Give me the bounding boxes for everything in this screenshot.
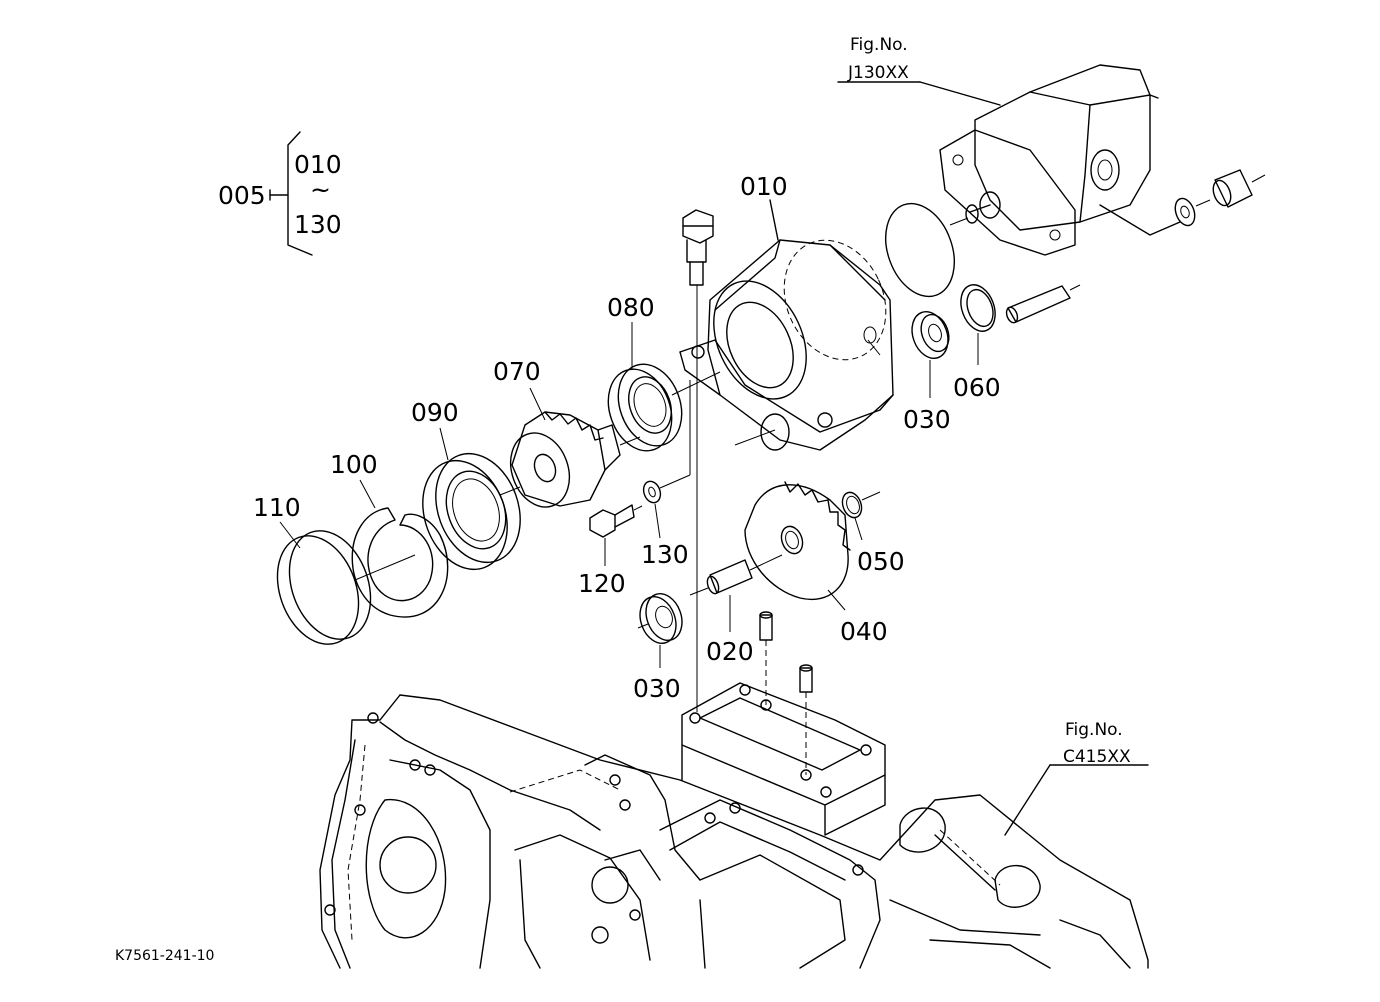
part-label-120: 120: [578, 569, 626, 598]
part-label-080: 080: [607, 293, 655, 322]
assembly-number: 005: [218, 181, 266, 210]
snap-ring-060: [960, 284, 1081, 365]
bearing-030-lower: [637, 593, 683, 668]
transmission-case: [319, 682, 1149, 969]
circlip-100: [351, 479, 449, 618]
fig-ref-label-2: Fig.No.: [1065, 720, 1123, 740]
fig-ref-label-1: Fig.No.: [850, 35, 908, 55]
part-label-130: 130: [641, 540, 689, 569]
drawing-number: K7561-241-10: [115, 948, 214, 964]
bearing-080: [607, 322, 721, 452]
part-label-020: 020: [706, 637, 754, 666]
bolt-120: [589, 504, 643, 566]
snap-ring-050: [841, 491, 881, 541]
part-label-030-lower: 030: [633, 674, 681, 703]
cap-110: [276, 521, 372, 645]
housing-plug-bolt: [682, 209, 714, 340]
part-label-100: 100: [330, 450, 378, 479]
fig-ref-code-1: J130XX: [847, 63, 909, 83]
part-label-070: 070: [493, 357, 541, 386]
gear-070: [509, 387, 641, 508]
washer-130: [642, 380, 691, 539]
hydraulic-pump: [837, 64, 1266, 298]
part-label-040: 040: [840, 617, 888, 646]
part-label-030-upper: 030: [903, 405, 951, 434]
housing-010: [679, 199, 894, 451]
bearing-090: [422, 427, 521, 571]
assembly-range-from: 010: [294, 150, 342, 179]
locating-pins: [696, 340, 813, 775]
part-label-010: 010: [740, 172, 788, 201]
assembly-range-symbol: ~: [310, 175, 331, 204]
shaft-020: [689, 554, 783, 632]
part-label-090: 090: [411, 398, 459, 427]
bearing-030-upper: [911, 311, 950, 398]
fig-ref-code-2: C415XX: [1063, 747, 1131, 767]
part-label-110: 110: [253, 493, 301, 522]
part-label-050: 050: [857, 547, 905, 576]
gear-040: [744, 481, 851, 611]
assembly-range-to: 130: [294, 210, 342, 239]
assembly-bracket: [269, 131, 313, 256]
part-label-060: 060: [953, 373, 1001, 402]
